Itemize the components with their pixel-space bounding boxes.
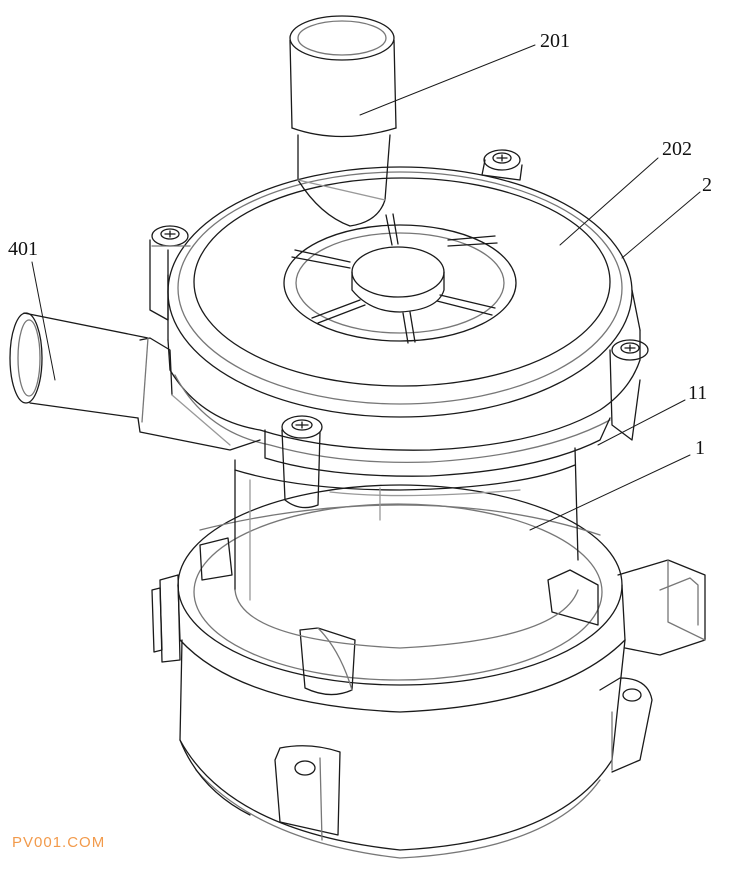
label-2: 2 [702, 174, 712, 196]
label-1: 1 [695, 437, 705, 459]
label-202: 202 [662, 138, 692, 160]
label-11: 11 [688, 382, 708, 404]
screw-boss-front [281, 415, 323, 509]
screw-boss-top-right [481, 149, 523, 181]
pump-head [167, 166, 641, 477]
motor-cylinder [234, 447, 579, 649]
leader-lines [31, 44, 701, 531]
screw-boss-left [149, 225, 191, 321]
label-401: 401 [8, 238, 38, 260]
screw-boss-right [609, 339, 649, 441]
outlet-pipe [289, 15, 397, 227]
lower-housing [151, 484, 706, 859]
inlet-pipe [9, 312, 261, 451]
watermark: PV001.COM [12, 834, 106, 851]
label-201: 201 [540, 30, 570, 52]
